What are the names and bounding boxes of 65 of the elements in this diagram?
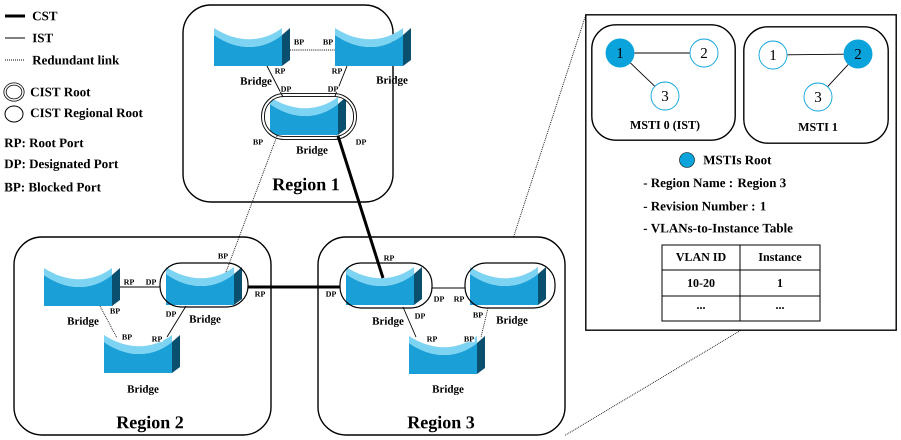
note-text: - Revision Number : 1 [644,201,766,211]
port-label: BP [472,312,484,318]
link-line [120,286,160,288]
port-label: DP [145,278,157,286]
bridge-label: Bridge [296,146,328,156]
port-label: RP [123,278,135,286]
link-line [166,306,186,338]
link-line [226,136,278,272]
port-label: DP [433,296,445,302]
port-label: RP [274,68,286,74]
link-line [336,136,384,278]
port-label: BP [463,336,475,342]
port-label: RP [331,68,343,74]
detail-panel [585,14,897,331]
legend-text: CST [32,12,58,20]
bridge-label: Bridge [240,76,272,88]
link-line [402,306,416,338]
port-label: DP [414,312,426,320]
note-text: BP: Blocked Port [4,182,101,192]
bridge-label: Bridge [67,316,99,328]
port-label: BP [121,334,133,340]
port-label: RP [383,254,395,262]
port-label: BP [217,252,229,260]
legend-text: CIST Root [30,88,90,96]
note-text: RP: Root Port [4,138,84,148]
port-label: RP [151,336,163,342]
table-cell: VLAN ID [676,252,726,262]
legend-text: IST [32,34,53,42]
link-line [334,66,348,96]
table-cell: Instance [758,253,802,261]
link-line [630,62,656,86]
port-label: DP [280,86,292,92]
bridge-label: Bridge [127,384,159,396]
port-label: BP [109,308,121,314]
note-text: DP: Designated Port [4,159,118,171]
table-cell: ... [776,307,784,309]
legend-text: CIST Regional Root [30,108,143,120]
note-text: - VLANs-to-Instance Table [644,223,793,233]
port-label: DP [165,310,177,318]
port-label: RP [453,296,465,302]
link-line [266,66,284,98]
link-line [787,54,844,56]
port-label: DP [325,290,337,298]
bridge-label: Bridge [189,314,221,326]
legend-text: MSTIs Root [703,156,772,164]
port-label: RP [254,290,266,298]
legend-text: Redundant link [32,55,120,65]
link-line [827,64,849,87]
link-line [480,308,488,338]
port-label: DP [327,86,339,92]
link-line [564,330,742,436]
bridge-label: Bridge [496,316,528,326]
port-label: DP [355,138,367,146]
port-label: BP [293,38,305,46]
link-line [513,14,586,238]
port-label: BP [322,38,334,46]
link-line [634,52,690,54]
port-label: BP [252,138,264,146]
bridge-label: Bridge [432,384,464,396]
note-text: - Region Name : Region 3 [644,178,786,190]
table-cell: 1 [778,279,782,287]
table-cell: 10-20 [688,278,715,288]
link-line [100,306,118,338]
bridge-label: Bridge [372,316,404,328]
table-cell: ... [697,307,705,309]
